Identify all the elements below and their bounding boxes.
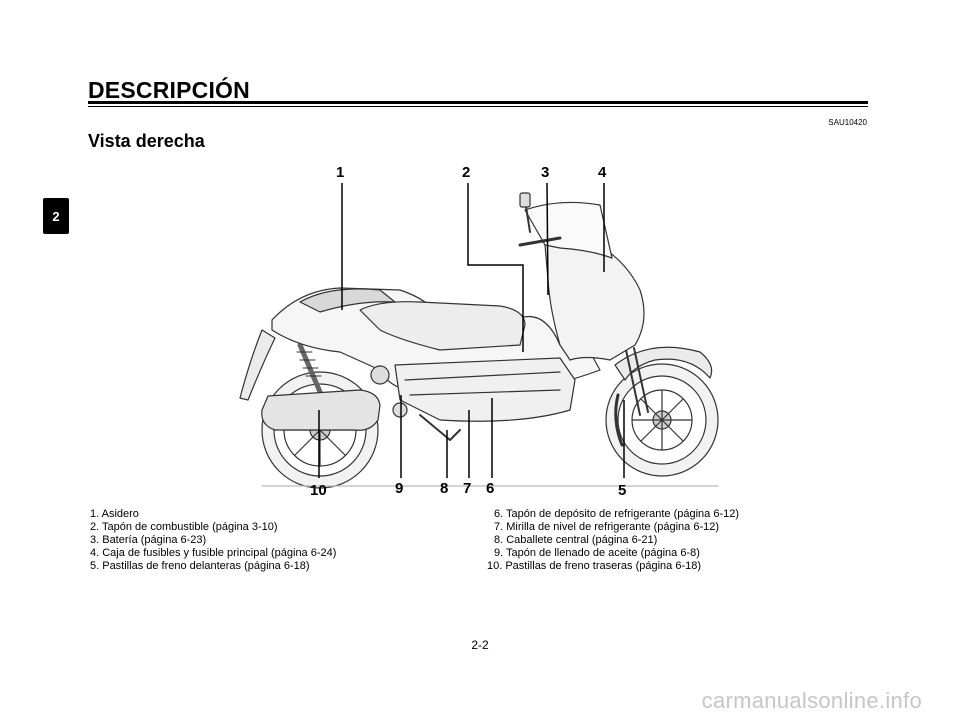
callout-9: 9	[395, 480, 404, 497]
chapter-tab: 2	[43, 198, 69, 234]
callout-7: 7	[463, 480, 472, 497]
legend-left: 1. Asidero 2. Tapón de combustible (pági…	[90, 508, 336, 573]
legend-item-10: 10. Pastillas de freno traseras (página …	[487, 560, 702, 572]
front-fork	[625, 347, 649, 416]
front-fender	[614, 346, 713, 381]
legend-item-4: 4. Caja de fusibles y fusible principal …	[90, 547, 337, 559]
title-rule-thin	[88, 106, 868, 107]
title-rule-thick	[88, 101, 868, 104]
chapter-tab-label: 2	[52, 208, 60, 224]
floorboard	[394, 357, 576, 422]
handlebar	[518, 236, 562, 247]
legend-item-6: 6. Tapón de depósito de refrigerante (pá…	[494, 508, 740, 520]
footer-watermark-link[interactable]: carmanualsonline.info	[701, 688, 922, 713]
document-code: SAU10420	[828, 118, 867, 127]
front-wheel	[605, 363, 719, 477]
seat	[359, 301, 526, 351]
legend-right: 6. Tapón de depósito de refrigerante (pá…	[487, 508, 740, 573]
callout-3: 3	[541, 164, 550, 181]
rear-fender	[239, 329, 276, 401]
exhaust	[261, 389, 381, 431]
legend-item-9: 9. Tapón de llenado de aceite (página 6-…	[494, 547, 700, 559]
grab-rail	[299, 288, 396, 313]
callout-4: 4	[598, 164, 607, 181]
callout-10: 10	[310, 482, 327, 499]
legend-item-3: 3. Batería (página 6-23)	[90, 534, 207, 546]
callout-6: 6	[486, 480, 495, 497]
legend-item-5: 5. Pastillas de freno delanteras (página…	[90, 560, 310, 572]
chapter-title: DESCRIPCIÓN	[88, 77, 250, 103]
callout-5: 5	[618, 482, 627, 499]
leader-2	[467, 183, 524, 352]
callout-2: 2	[462, 164, 471, 181]
callout-1: 1	[336, 164, 345, 181]
legend-item-8: 8. Caballete central (página 6-21)	[494, 534, 658, 546]
section-title: Vista derecha	[88, 131, 205, 151]
leg-shield	[544, 234, 645, 361]
legend-item-2: 2. Tapón de combustible (página 3-10)	[90, 521, 278, 533]
page-number: 2-2	[471, 638, 489, 652]
legend-item-1: 1. Asidero	[90, 508, 139, 520]
leader-3	[546, 182, 549, 296]
legend-item-7: 7. Mirilla de nivel de refrigerante (pág…	[494, 521, 720, 533]
callout-8: 8	[440, 480, 449, 497]
